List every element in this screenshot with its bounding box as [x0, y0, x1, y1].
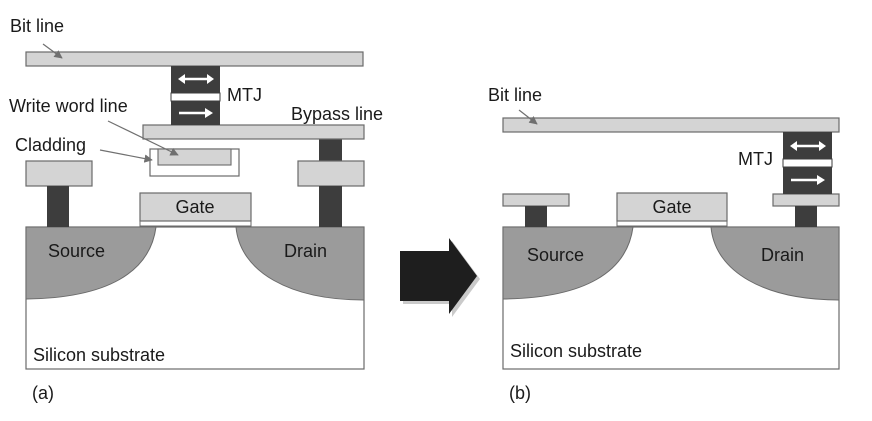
drain-upper-via-a — [319, 139, 342, 161]
mtj-label-a: MTJ — [227, 85, 262, 105]
right-arrow-icon — [179, 108, 213, 118]
double-arrow-icon — [790, 141, 826, 151]
bit-line-label-a: Bit line — [10, 16, 64, 36]
gate-label-a: Gate — [175, 197, 214, 217]
double-arrow-icon — [178, 74, 214, 84]
leader-line-icon — [99, 149, 153, 163]
panel-label-a: (a) — [32, 383, 54, 403]
source-contact-pad-b — [502, 193, 570, 207]
leader-line-icon — [518, 109, 538, 125]
drain-contact-pad-b — [772, 193, 840, 207]
drain-region-b — [710, 226, 840, 301]
source-label-a: Source — [48, 241, 105, 261]
source-via-b — [525, 206, 547, 227]
drain-label-a: Drain — [284, 241, 327, 261]
bit-line-label-b: Bit line — [488, 85, 542, 105]
source-label-b: Source — [527, 245, 584, 265]
substrate-label-a: Silicon substrate — [33, 345, 165, 365]
mtj-stack-a — [170, 66, 221, 125]
bit-line-b — [502, 117, 840, 133]
drain-label-b: Drain — [761, 245, 804, 265]
bypass-line-label-a: Bypass line — [291, 104, 383, 124]
mtj-label-b: MTJ — [738, 149, 773, 169]
bypass-line-a — [142, 124, 365, 140]
mtj-stack-b — [782, 132, 833, 194]
bit-line-a — [25, 51, 364, 67]
leader-line-icon — [107, 120, 179, 156]
leader-line-icon — [42, 43, 63, 59]
panel-label-b: (b) — [509, 383, 531, 403]
cladding-label-a: Cladding — [15, 135, 86, 155]
write-word-line-label-a: Write word line — [9, 96, 128, 116]
right-arrow-icon — [791, 175, 825, 185]
drain-contact-pad-a — [297, 160, 365, 187]
gate-oxide-a — [139, 220, 252, 227]
write-word-line-a — [157, 148, 232, 166]
panel-b: Bit line MTJ Gate Source Drain Silicon s… — [488, 85, 840, 403]
gate-b — [616, 192, 728, 222]
source-region-a — [25, 226, 157, 300]
substrate-label-b: Silicon substrate — [510, 341, 642, 361]
gate-a — [139, 192, 252, 222]
source-contact-pad-a — [25, 160, 93, 187]
transition-arrow-icon — [400, 238, 480, 317]
panel-a: Bit line MTJ Write word line Bypass line… — [9, 16, 383, 403]
source-region-b — [502, 226, 634, 300]
source-via-a — [47, 186, 69, 227]
drain-via-a — [319, 186, 342, 227]
gate-label-b: Gate — [652, 197, 691, 217]
drain-via-b — [795, 206, 817, 227]
gate-oxide-b — [616, 220, 728, 227]
drain-region-a — [235, 226, 365, 301]
